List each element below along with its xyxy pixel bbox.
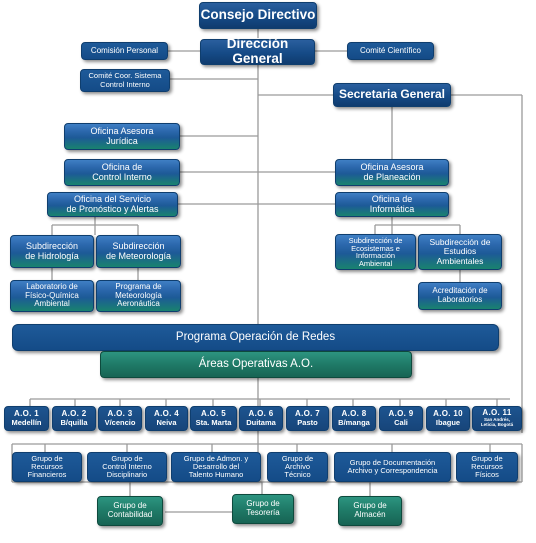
subdireccion-estudios-box[interactable]: Subdirección de Estudios Ambientales bbox=[418, 234, 502, 270]
area-code: A.O. 10 bbox=[433, 408, 463, 418]
consejo-directivo-box[interactable]: Consejo Directivo bbox=[199, 2, 317, 29]
area-code: A.O. 2 bbox=[61, 408, 87, 418]
area-code: A.O. 5 bbox=[201, 408, 226, 418]
area-name: Pasto bbox=[297, 417, 318, 427]
area-code: A.O. 4 bbox=[154, 408, 179, 418]
acreditacion-laboratorios-box[interactable]: Acreditación de Laboratorios bbox=[418, 282, 502, 310]
oficina-asesora-juridica-box[interactable]: Oficina Asesora Jurídica bbox=[64, 123, 180, 150]
area-code: A.O. 1 bbox=[14, 408, 39, 418]
grupo-documentacion-box[interactable]: Grupo de Documentación Archivo y Corresp… bbox=[334, 452, 451, 482]
comite-control-interno-box[interactable]: Comité Coor. Sistema Control Interno bbox=[80, 69, 170, 92]
grupo-recursos-fisicos-box[interactable]: Grupo de Recursos Físicos bbox=[456, 452, 518, 482]
comite-cientifico-box[interactable]: Comité Científico bbox=[347, 42, 434, 60]
grupo-archivo-tecnico-box[interactable]: Grupo de Archivo Técnico bbox=[267, 452, 328, 482]
area-name: V/cencio bbox=[104, 417, 136, 427]
area-name: B/quilla bbox=[60, 417, 88, 427]
direccion-general-box[interactable]: Dirección General bbox=[200, 36, 315, 66]
area-name: Cali bbox=[394, 417, 408, 427]
area-name: Ibague bbox=[435, 417, 461, 427]
area-name: Sta. Marta bbox=[195, 417, 232, 427]
grupo-almacen-box[interactable]: Grupo de Almacén bbox=[338, 496, 402, 526]
subdireccion-ecosistemas-box[interactable]: Subdirección de Ecosistemas e Informació… bbox=[335, 234, 416, 270]
subdireccion-meteorologia-box[interactable]: Subdirección de Meteorología bbox=[96, 235, 181, 268]
subdireccion-hidrologia-box[interactable]: Subdirección de Hidrología bbox=[10, 235, 94, 268]
area-name: B/manga bbox=[338, 417, 370, 427]
area-code: A.O. 8 bbox=[341, 408, 367, 418]
grupo-contabilidad-box[interactable]: Grupo de Contabilidad bbox=[97, 496, 163, 526]
area-code: A.O. 9 bbox=[388, 408, 414, 418]
areas-operativas-box[interactable]: Áreas Operativas A.O. bbox=[100, 351, 412, 378]
oficina-informatica-box[interactable]: Oficina de Informática bbox=[335, 192, 449, 217]
grupo-control-interno-disciplinario-box[interactable]: Grupo de Control Interno Disciplinario bbox=[87, 452, 167, 482]
area-name: Neiva bbox=[156, 417, 177, 427]
area-code: A.O. 6 bbox=[248, 408, 274, 418]
area-name: Duitama bbox=[246, 417, 276, 427]
comision-personal-box[interactable]: Comisión Personal bbox=[81, 42, 168, 60]
programa-operacion-redes-box[interactable]: Programa Operación de Redes bbox=[12, 324, 499, 351]
area-code: A.O. 7 bbox=[295, 408, 320, 418]
grupo-talento-humano-box[interactable]: Grupo de Admon. y Desarrollo del Talento… bbox=[171, 452, 261, 482]
laboratorio-fisico-quimica-box[interactable]: Laboratorio de Físico-Química Ambiental bbox=[10, 280, 94, 312]
grupo-tesoreria-box[interactable]: Grupo de Tesorería bbox=[232, 494, 294, 524]
area-code: A.O. 3 bbox=[107, 408, 133, 418]
area-code: A.O. 11 bbox=[482, 408, 512, 418]
secretaria-general-box[interactable]: Secretaria General bbox=[333, 83, 451, 107]
oficina-control-interno-box[interactable]: Oficina de Control Interno bbox=[64, 159, 180, 186]
area-name: Medellín bbox=[11, 417, 42, 427]
oficina-servicio-pronostico-box[interactable]: Oficina del Servicio de Pronóstico y Ale… bbox=[47, 192, 178, 217]
oficina-asesora-planeacion-box[interactable]: Oficina Asesora de Planeación bbox=[335, 159, 449, 186]
grupo-recursos-financieros-box[interactable]: Grupo de Recursos Financieros bbox=[12, 452, 82, 482]
programa-meteorologia-aeronautica-box[interactable]: Programa de Meteorología Aeronáutica bbox=[96, 280, 181, 312]
area-name: San Andrés, Leticia, Bogotá bbox=[480, 417, 514, 427]
